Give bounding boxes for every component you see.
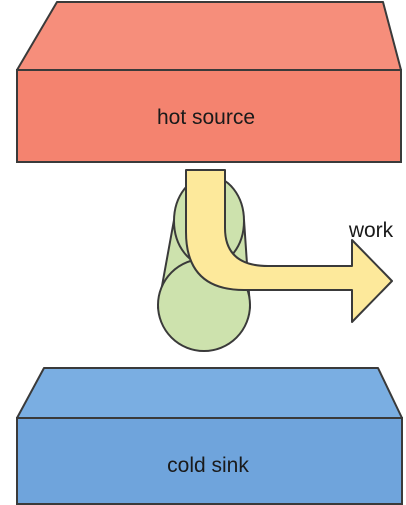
cold-sink-block: cold sink: [16, 367, 403, 505]
hot-source-front-face: [16, 69, 402, 163]
cold-sink-top-face: [16, 367, 403, 419]
hot-source-label: hot source: [157, 106, 255, 129]
work-label: work: [348, 219, 394, 242]
hot-source-top-face: [16, 1, 402, 71]
hot-source-block: hot source: [16, 1, 402, 163]
work-arrow: [185, 169, 393, 323]
cold-sink-label: cold sink: [167, 454, 249, 477]
cold-sink-front-face: [16, 417, 403, 505]
